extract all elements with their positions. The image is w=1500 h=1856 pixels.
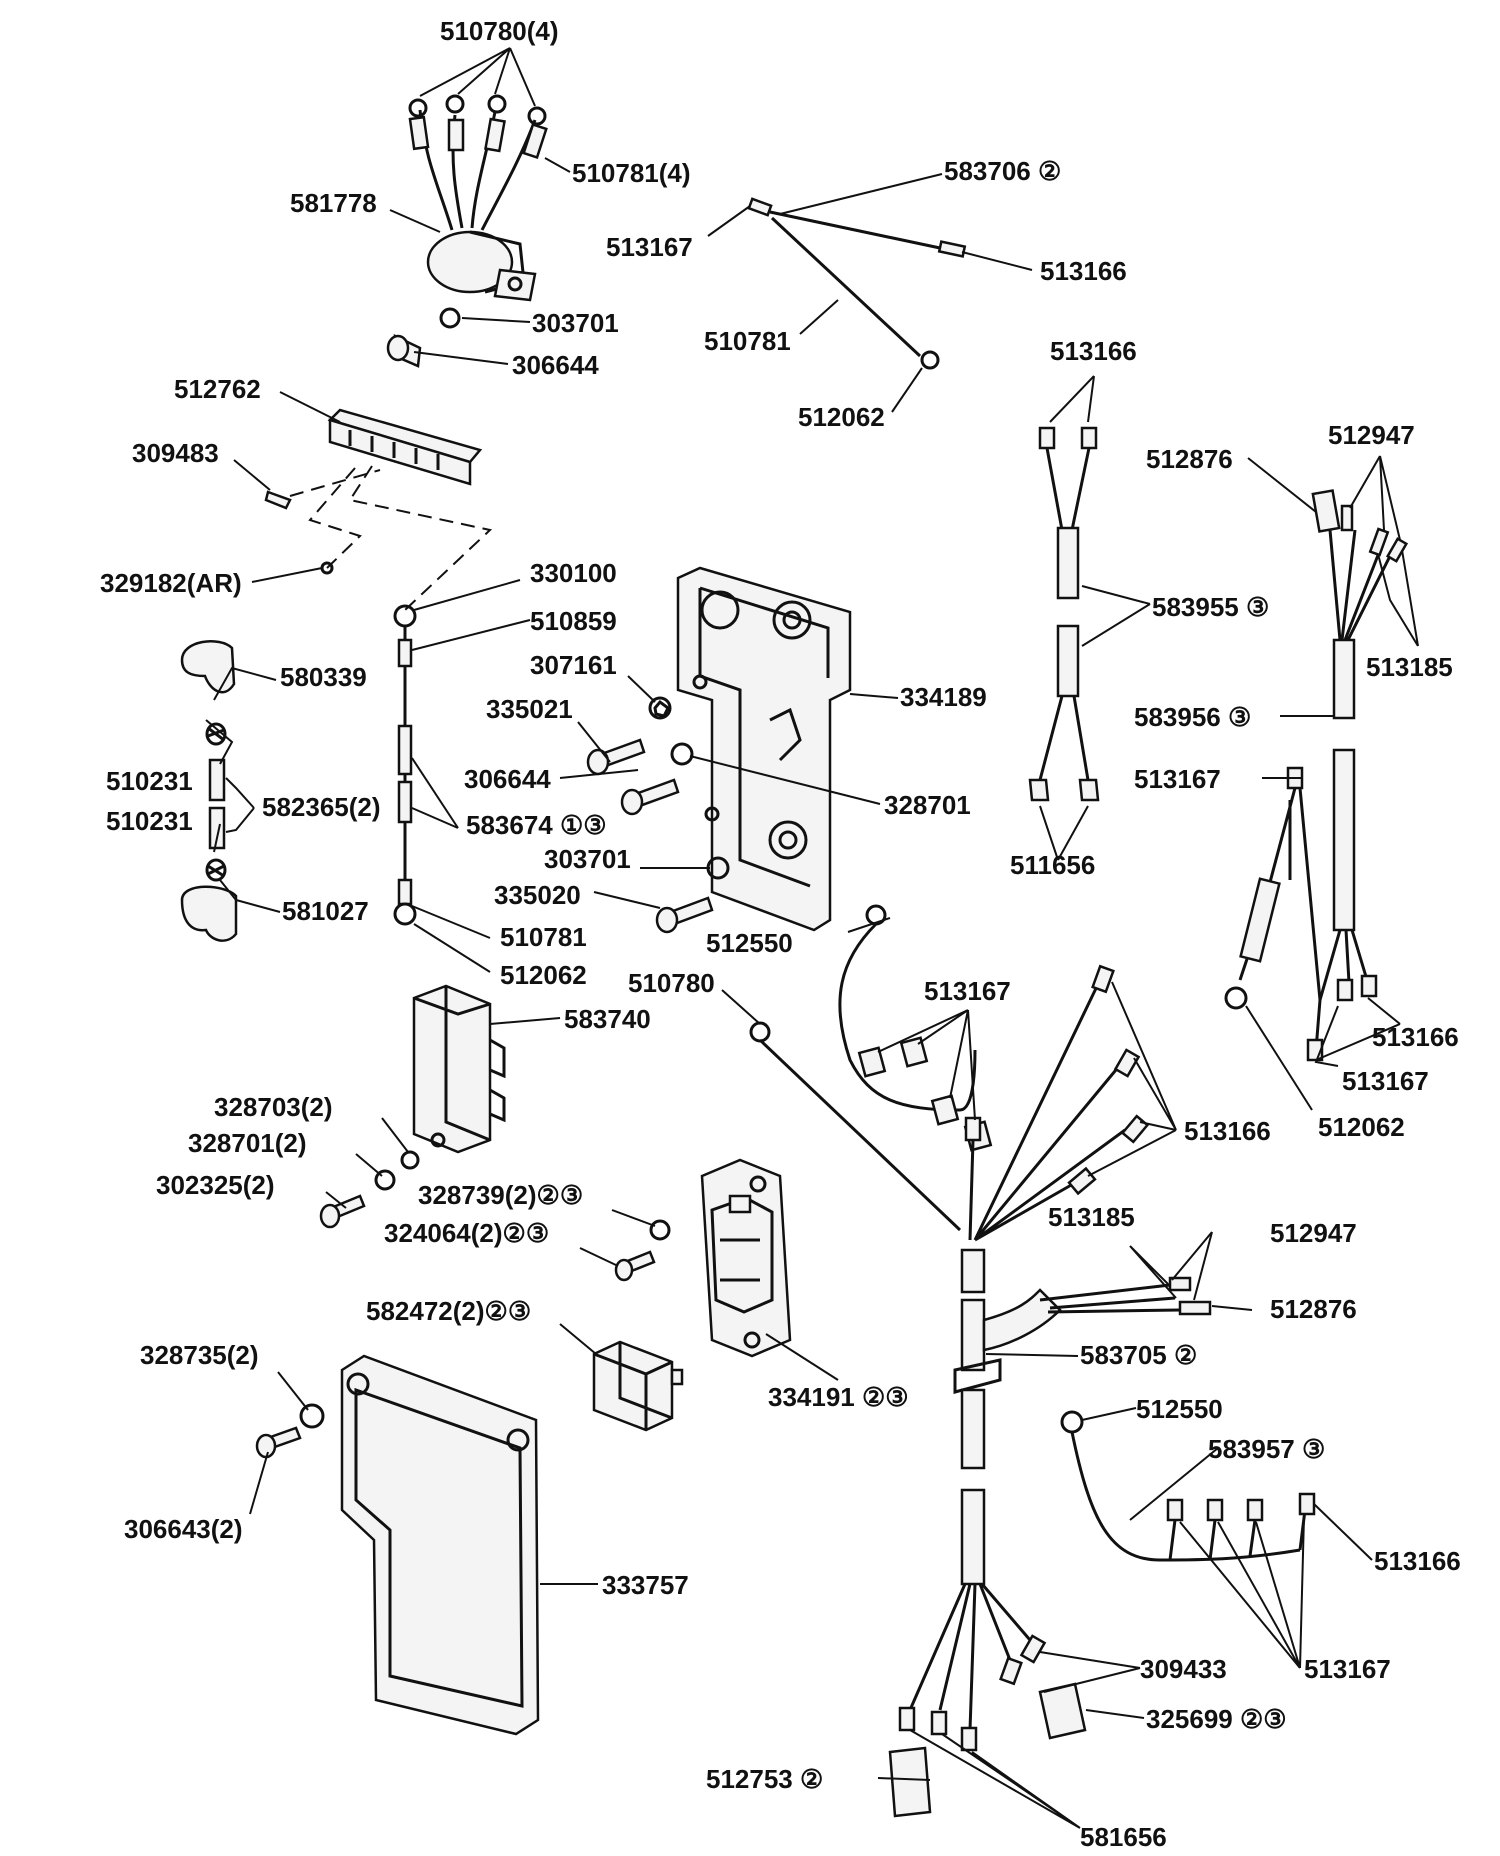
label-l3: 581778 [290,188,377,218]
label-l10: 512062 [798,402,885,432]
label-l41: 512062 [1318,1112,1405,1142]
label-l51: 324064(2)②③ [384,1218,549,1248]
label-l21: 581027 [282,896,369,926]
label-l49: 302325(2) [156,1170,275,1200]
label-l61: 512550 [1136,1394,1223,1424]
label-l8: 513166 [1040,256,1127,286]
label-l43: 510780 [628,968,715,998]
label-l25: 335021 [486,694,573,724]
label-l15: 510859 [530,606,617,636]
label-l4: 303701 [532,308,619,338]
label-l40: 513167 [1342,1066,1429,1096]
label-l33: 511656 [1010,850,1095,880]
label-l47: 328703(2) [214,1092,333,1122]
harness-583957 [1060,1410,1316,1562]
solenoid-581778 [386,94,548,368]
dashed-guide-1 [289,469,381,497]
leader-lines [205,47,1419,1829]
label-l36: 513185 [1366,652,1453,682]
label-l54: 513185 [1048,1202,1135,1232]
relay-582472 [592,1340,684,1432]
label-l55: 512947 [1270,1218,1357,1248]
part-labels: 510780(4) 510781(4) 581778 303701 306644… [100,16,1461,1852]
label-l50: 328739(2)②③ [418,1180,583,1210]
label-l35: 512947 [1328,420,1415,450]
label-l42: 512550 [706,928,793,958]
label-l56: 512876 [1270,1294,1357,1324]
label-l19: 510231 [106,806,193,836]
label-l9: 510781 [704,326,791,356]
label-l60: 333757 [602,1570,689,1600]
spark-caps [180,640,238,942]
label-l30: 328701 [884,790,971,820]
label-l58: 328735(2) [140,1340,259,1370]
main-harness-583705 [749,904,1212,1818]
label-l67: 512753 ② [706,1764,823,1794]
label-l65: 513167 [1304,1654,1391,1684]
label-l53: 334191 ②③ [768,1382,909,1412]
label-l23: 512062 [500,960,587,990]
label-l7: 513167 [606,232,693,262]
label-l16: 580339 [280,662,367,692]
label-l31: 513166 [1050,336,1137,366]
label-l29: 334189 [900,682,987,712]
label-l20: 583674 ①③ [466,810,607,840]
label-l64: 309433 [1140,1654,1227,1684]
label-l66: 325699 ②③ [1146,1704,1287,1734]
label-l1: 510780(4) [440,16,559,46]
label-l11: 512762 [174,374,261,404]
dashed-guide-2 [308,467,362,569]
label-l68: 581656 [1080,1822,1167,1852]
harness-583955 [1028,426,1100,802]
label-l34: 512876 [1146,444,1233,474]
terminal-block-512762 [264,408,483,575]
label-l45: 513166 [1184,1116,1271,1146]
label-l32: 583955 ③ [1152,592,1269,622]
label-l38: 513167 [1134,764,1221,794]
label-l57: 583705 ② [1080,1340,1197,1370]
label-l22: 510781 [500,922,587,952]
dashed-guide-3 [348,465,493,611]
label-l46: 583740 [564,1004,651,1034]
label-l44: 513167 [924,976,1011,1006]
label-l2: 510781(4) [572,158,691,188]
label-l13: 329182(AR) [100,568,242,598]
label-l62: 583957 ③ [1208,1434,1325,1464]
cover-333757 [255,1354,540,1736]
harness-583956 [1224,489,1409,1062]
label-l37: 583956 ③ [1134,702,1251,732]
bracket-334189 [586,566,852,934]
label-l26: 306644 [464,764,551,794]
lead-583674 [393,604,417,926]
label-l28: 335020 [494,880,581,910]
label-l39: 513166 [1372,1022,1459,1052]
bracket-334191 [614,1158,792,1358]
label-l59: 306643(2) [124,1514,243,1544]
label-l48: 328701(2) [188,1128,307,1158]
label-l52: 582472(2)②③ [366,1296,531,1326]
label-l24: 307161 [530,650,617,680]
label-l27: 303701 [544,844,631,874]
label-l18: 582365(2) [262,792,381,822]
wire-583706 [747,197,967,370]
label-l14: 330100 [530,558,617,588]
label-l6: 583706 ② [944,156,1061,186]
label-l12: 309483 [132,438,219,468]
label-l63: 513166 [1374,1546,1461,1576]
label-l5: 306644 [512,350,599,380]
label-l17: 510231 [106,766,193,796]
